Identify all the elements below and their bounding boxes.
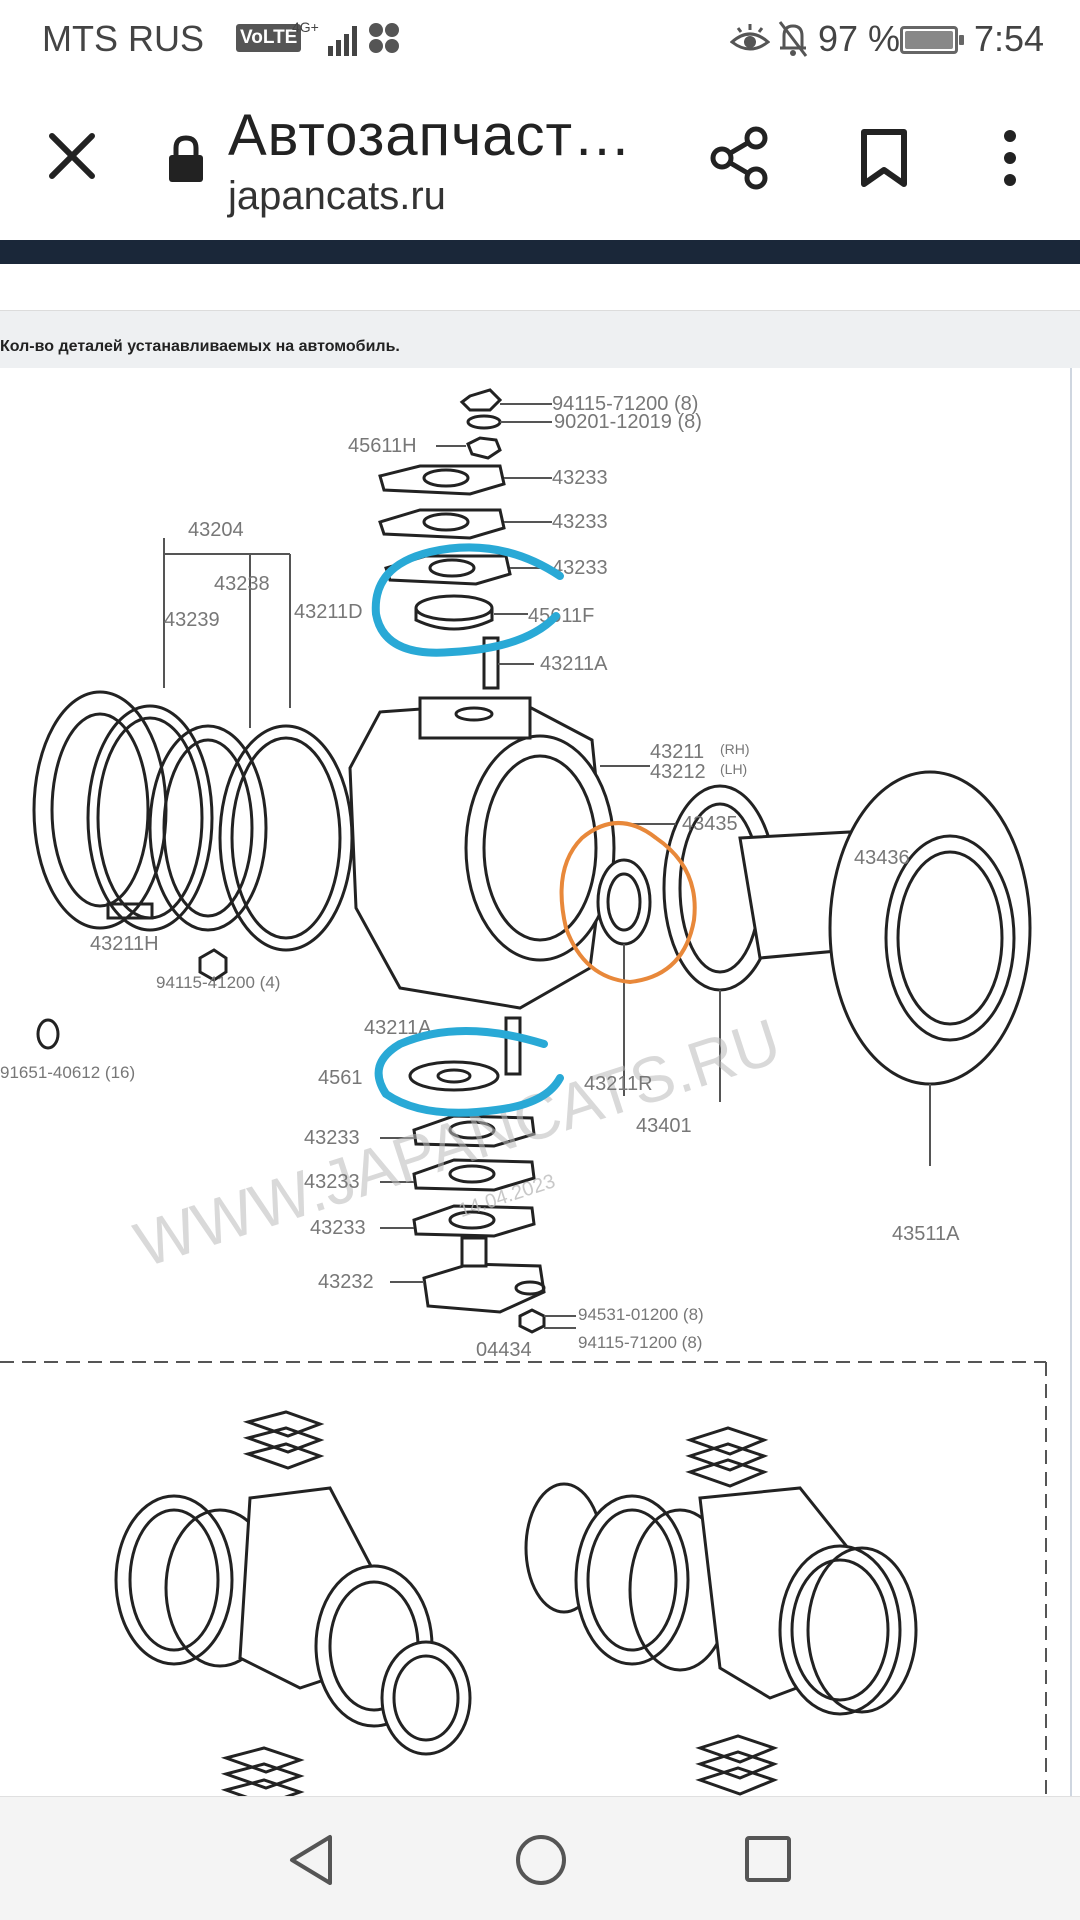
part-label: 43211A — [364, 1017, 432, 1039]
part-label: (LH) — [720, 761, 747, 777]
custom-tab-toolbar: Автозапчаст… japancats.ru — [0, 76, 1080, 240]
part-label: 43211H — [90, 933, 159, 955]
page-url[interactable]: japancats.ru — [228, 174, 446, 218]
part-label: 4561 — [318, 1067, 363, 1089]
status-bar: MTS RUS VoLTE 4G+ 97 % 7:54 — [0, 0, 1080, 76]
part-label: 43233 — [552, 557, 608, 579]
part-label: 43211R — [584, 1073, 653, 1095]
signal-icon: 4G+ — [292, 19, 399, 56]
battery-percent: 97 % — [818, 18, 901, 59]
part-label: 91651-40612 (16) — [0, 1063, 135, 1082]
table-header-strip — [0, 310, 1080, 368]
part-label: 04434 — [476, 1339, 532, 1361]
blue-highlight-top — [371, 543, 564, 657]
bell-muted-icon — [778, 21, 808, 57]
watermark: WWW.JAPANCATS.RU — [126, 1005, 788, 1281]
close-icon[interactable] — [44, 128, 100, 184]
part-label: 43232 — [318, 1271, 374, 1293]
nav-recent-icon[interactable] — [744, 1835, 792, 1883]
part-label: 90201-12019 (8) — [554, 411, 702, 433]
page-title: Автозапчаст… — [228, 103, 633, 168]
nav-back-icon[interactable] — [286, 1833, 336, 1887]
blue-highlight-bottom — [374, 1027, 564, 1117]
network-type: 4G+ — [292, 19, 319, 35]
part-label: 43233 — [304, 1171, 360, 1193]
web-content[interactable]: Кол-во деталей устанавливаемых на автомо… — [0, 264, 1080, 1796]
bookmark-icon[interactable] — [856, 128, 912, 188]
part-label: 43211A — [540, 653, 608, 675]
part-label: 43212 — [650, 761, 706, 783]
part-label: 43435 — [682, 813, 738, 835]
lock-icon[interactable] — [166, 134, 206, 184]
part-label: 43233 — [552, 511, 608, 533]
clock: 7:54 — [974, 18, 1045, 59]
part-label: 94115-71200 (8) — [552, 393, 698, 415]
part-label: 43238 — [214, 573, 270, 595]
share-icon[interactable] — [708, 126, 770, 190]
carrier-name: MTS RUS — [42, 18, 204, 59]
part-label: 43401 — [636, 1115, 692, 1137]
part-label: 43511A — [892, 1223, 960, 1245]
part-label: 43239 — [164, 609, 220, 631]
part-label: 43233 — [310, 1217, 366, 1239]
part-label: (RH) — [720, 741, 750, 757]
qty-note: Кол-во деталей устанавливаемых на автомо… — [0, 338, 400, 355]
part-label: 94531-01200 (8) — [578, 1305, 704, 1324]
eye-comfort-icon — [730, 24, 770, 51]
part-label: 43233 — [304, 1127, 360, 1149]
part-label: 94115-71200 (8) — [578, 1333, 702, 1352]
battery-icon — [900, 26, 964, 54]
parts-diagram-svg: WWW.JAPANCATS.RU 14.04.2023 94115-71200 … — [0, 388, 1047, 1796]
orange-highlight — [559, 821, 697, 985]
part-label: 43204 — [188, 519, 244, 541]
more-vert-icon[interactable] — [998, 128, 1022, 188]
volte-badge: VoLTE — [236, 24, 302, 52]
part-label: 43211 — [650, 741, 704, 763]
part-label: 45611H — [348, 435, 417, 457]
part-label: 43211D — [294, 601, 363, 623]
page-load-bar — [0, 240, 1080, 264]
parts-diagram[interactable]: WWW.JAPANCATS.RU 14.04.2023 94115-71200 … — [0, 368, 1072, 1796]
system-nav-bar — [0, 1796, 1080, 1920]
part-label: 43436 — [854, 847, 910, 869]
part-label: 94115-41200 (4) — [156, 973, 280, 992]
part-label: 45611F — [528, 605, 594, 627]
nav-home-icon[interactable] — [514, 1833, 568, 1887]
part-label: 43233 — [552, 467, 608, 489]
